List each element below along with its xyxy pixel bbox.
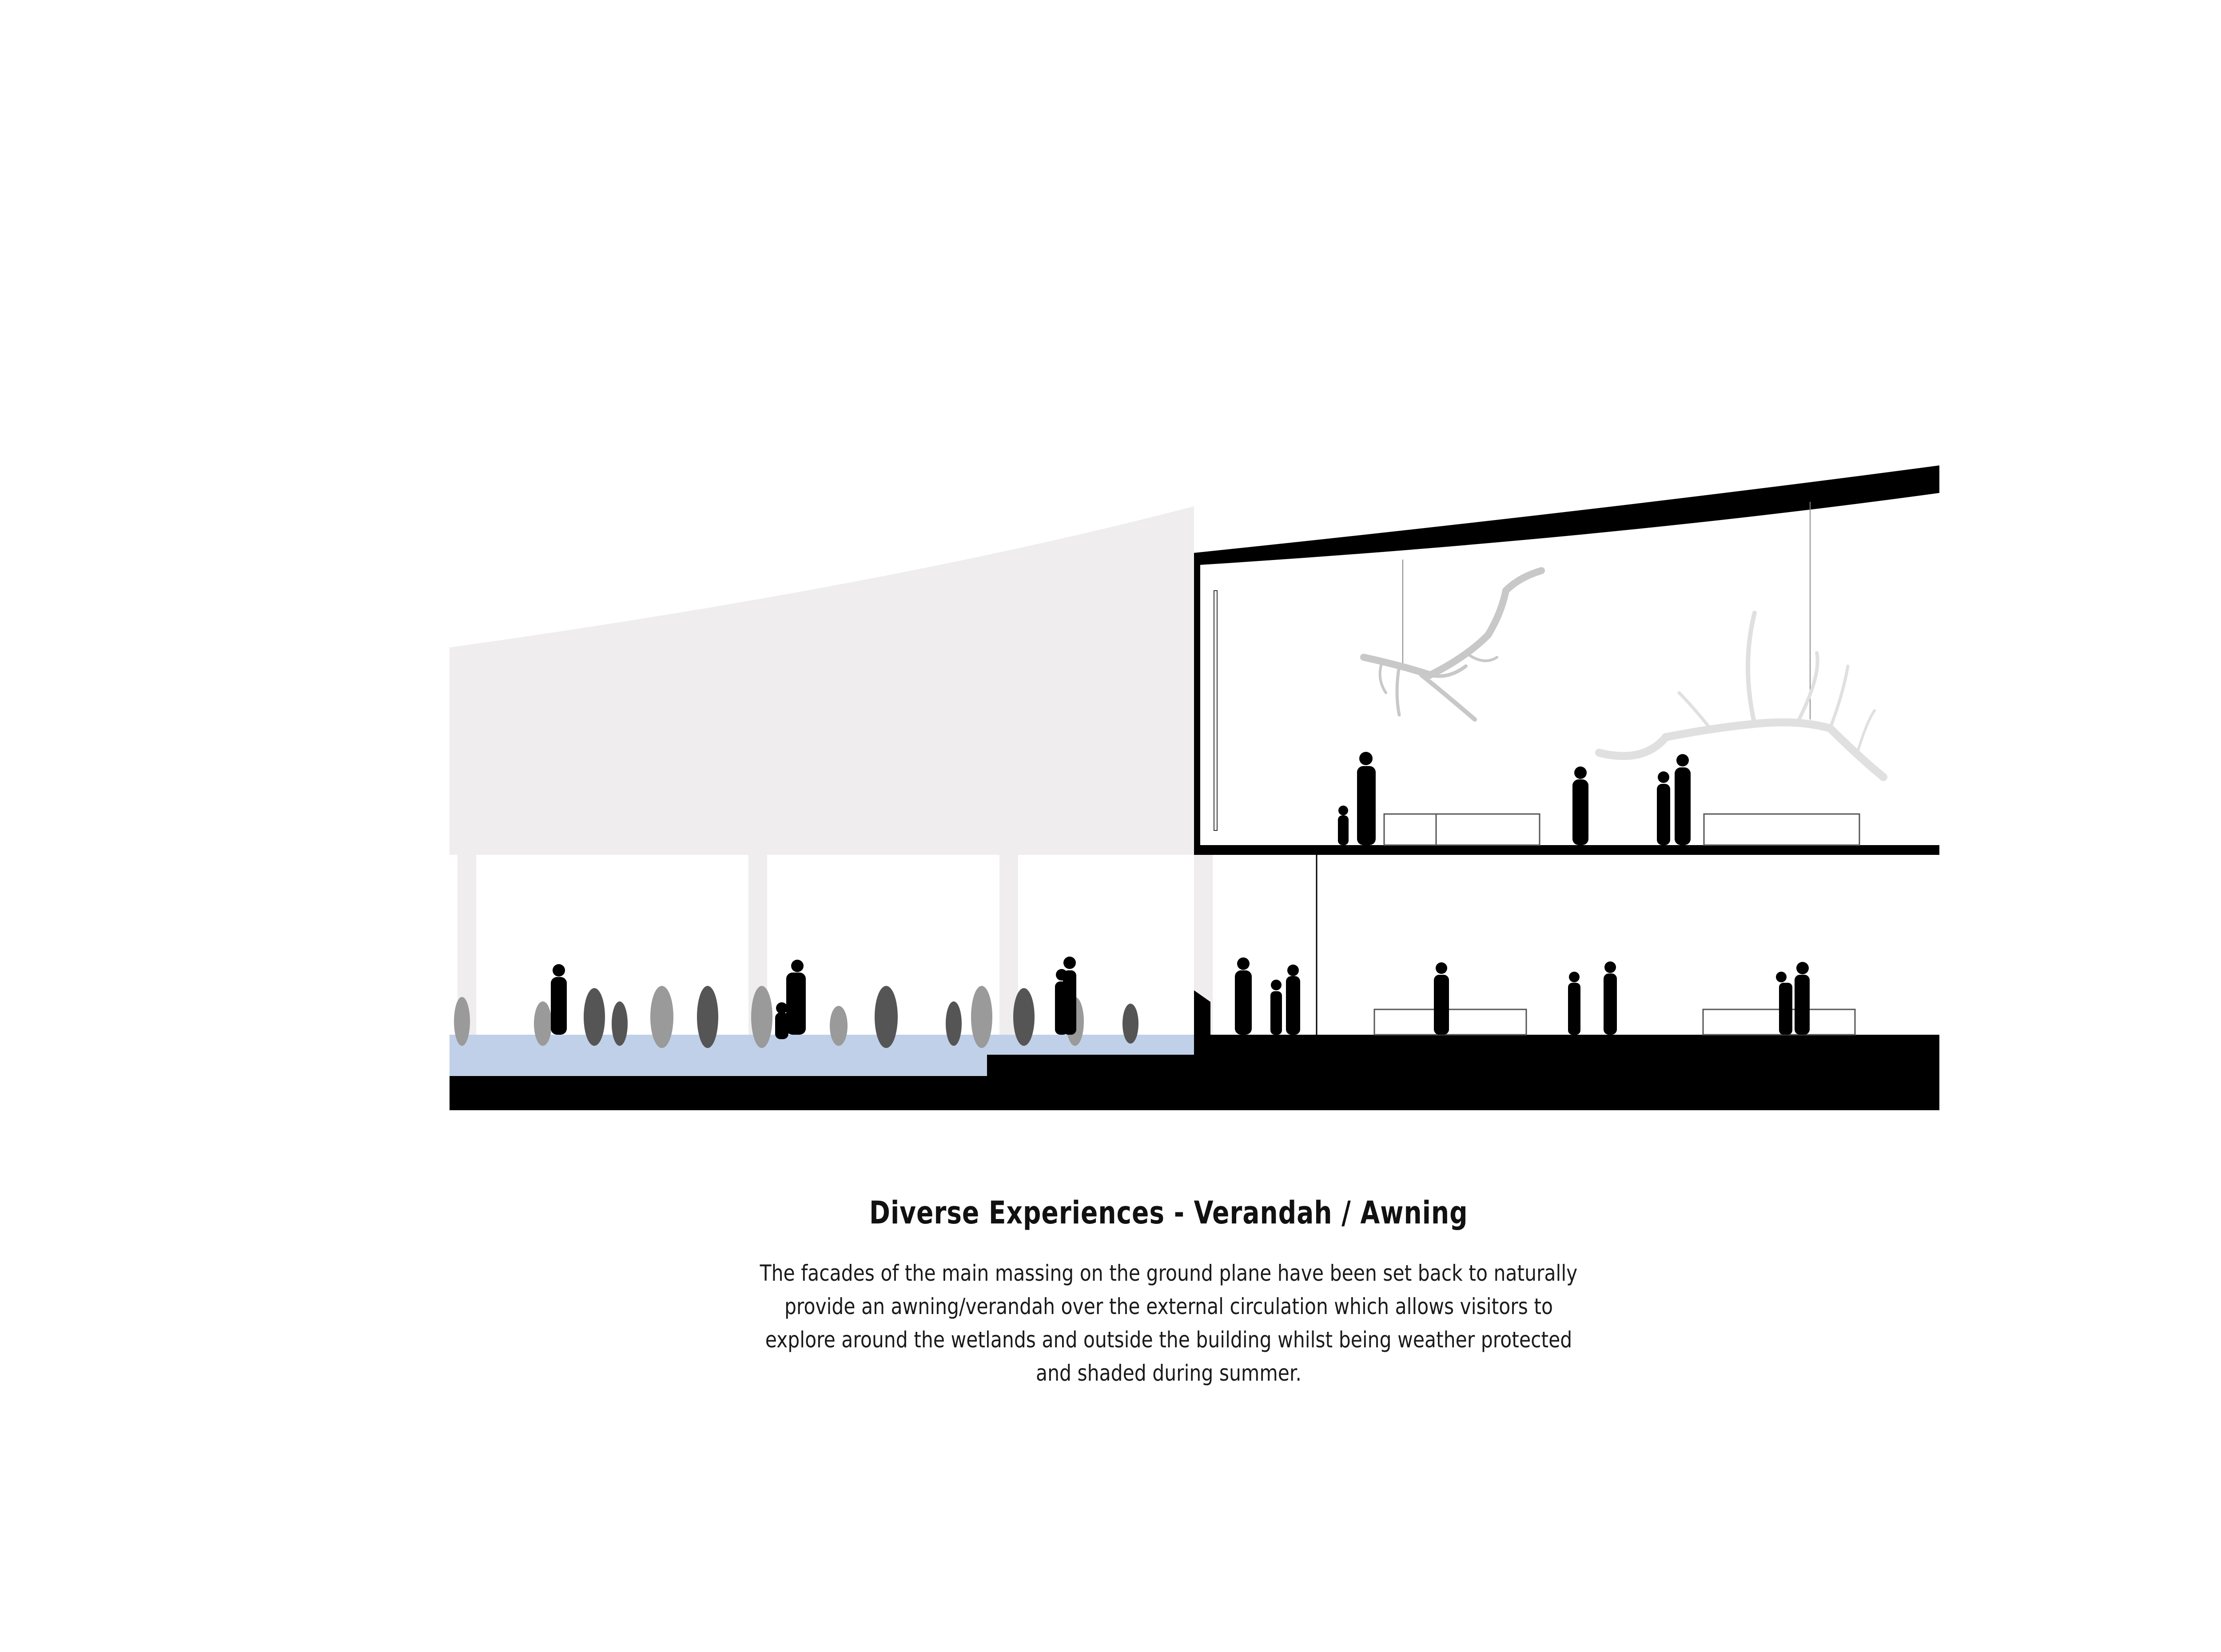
tree-sculpture-right [1595,611,1887,781]
description-line: The facades of the main massing on the g… [760,1260,1578,1286]
person-silhouette [1568,961,1617,1035]
bench [1383,813,1437,846]
wetland-walkway [450,1035,1194,1110]
person-silhouette [1657,754,1691,845]
main-building-structure [1194,465,1939,1110]
person-silhouette [1338,752,1376,845]
bench [1383,813,1540,846]
left-wall [1194,553,1200,855]
curved-roof [1194,465,1939,845]
window-frame [1214,590,1218,831]
bench [1373,1009,1527,1036]
description-line: explore around the wetlands and outside … [765,1327,1572,1353]
upper-floor-slab [1194,845,1939,855]
description-line: provide an awning/verandah over the exte… [784,1294,1553,1319]
caption-block: Diverse Experiences - Verandah / Awning … [0,1195,2221,1390]
person-silhouette [1270,980,1282,1035]
person-silhouette [1055,957,1076,1035]
person-silhouette [1776,962,1810,1035]
entry-ramp [1194,990,1210,1035]
building-section-drawing [450,465,1939,1110]
people-silhouettes [551,752,1810,1039]
bench [1703,813,1860,846]
section-description: The facades of the main massing on the g… [753,1257,1584,1390]
person-silhouette [775,960,806,1039]
wetland-plants [454,986,1138,1048]
person-silhouette [1286,965,1300,1035]
section-title: Diverse Experiences - Verandah / Awning [869,1195,1468,1231]
ground-floor-slab [1210,1035,1939,1110]
person-silhouette [1572,766,1588,845]
description-line: and shaded during summer. [1036,1360,1302,1386]
person-silhouette [1235,957,1252,1035]
ground-base [450,1076,1194,1110]
person-silhouette [551,964,567,1035]
tree-sculpture-left [1360,567,1545,722]
verandah-awning [450,506,1213,1039]
person-silhouette [1434,962,1449,1035]
